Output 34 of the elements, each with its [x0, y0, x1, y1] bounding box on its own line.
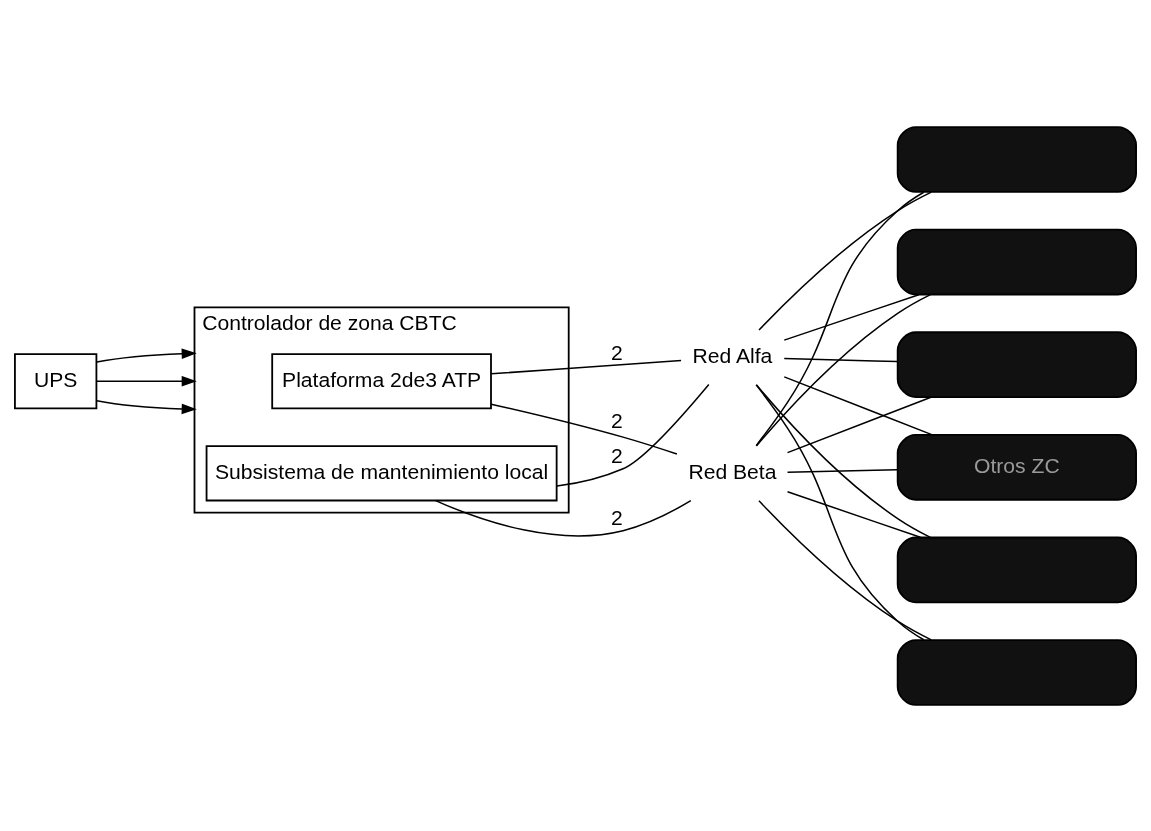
connector	[786, 490, 922, 538]
connector	[755, 191, 925, 446]
connector	[758, 499, 933, 641]
node-box: Plataforma 2de3 ATP	[271, 352, 492, 409]
node-box: Otros ZC	[896, 433, 1137, 501]
node-box	[896, 638, 1137, 706]
connector	[434, 499, 692, 537]
connector	[490, 359, 682, 375]
node-box	[896, 125, 1137, 193]
connector	[758, 190, 933, 331]
connector	[786, 468, 899, 473]
node-text: Red Alfa	[692, 343, 773, 367]
node-box	[896, 330, 1137, 398]
node-box	[896, 536, 1137, 603]
connector	[755, 383, 925, 640]
arrow	[96, 399, 197, 414]
connector	[556, 383, 710, 487]
arrow	[96, 347, 197, 363]
connector	[783, 375, 934, 436]
node-text: Red Beta	[688, 459, 777, 483]
node-box	[896, 228, 1137, 295]
edge-label: 2	[611, 408, 623, 432]
edge-label: 2	[611, 340, 623, 364]
arrow	[96, 375, 197, 387]
connector	[783, 293, 920, 341]
connector	[755, 383, 932, 538]
connector	[755, 293, 932, 447]
edge-label: 2	[611, 443, 623, 467]
connector	[490, 402, 678, 455]
connector	[786, 396, 932, 453]
node-box: Subsistema de mantenimiento local	[205, 444, 558, 501]
edge-label: 2	[611, 505, 623, 529]
connector	[783, 357, 898, 362]
node-box: UPS	[14, 352, 98, 409]
